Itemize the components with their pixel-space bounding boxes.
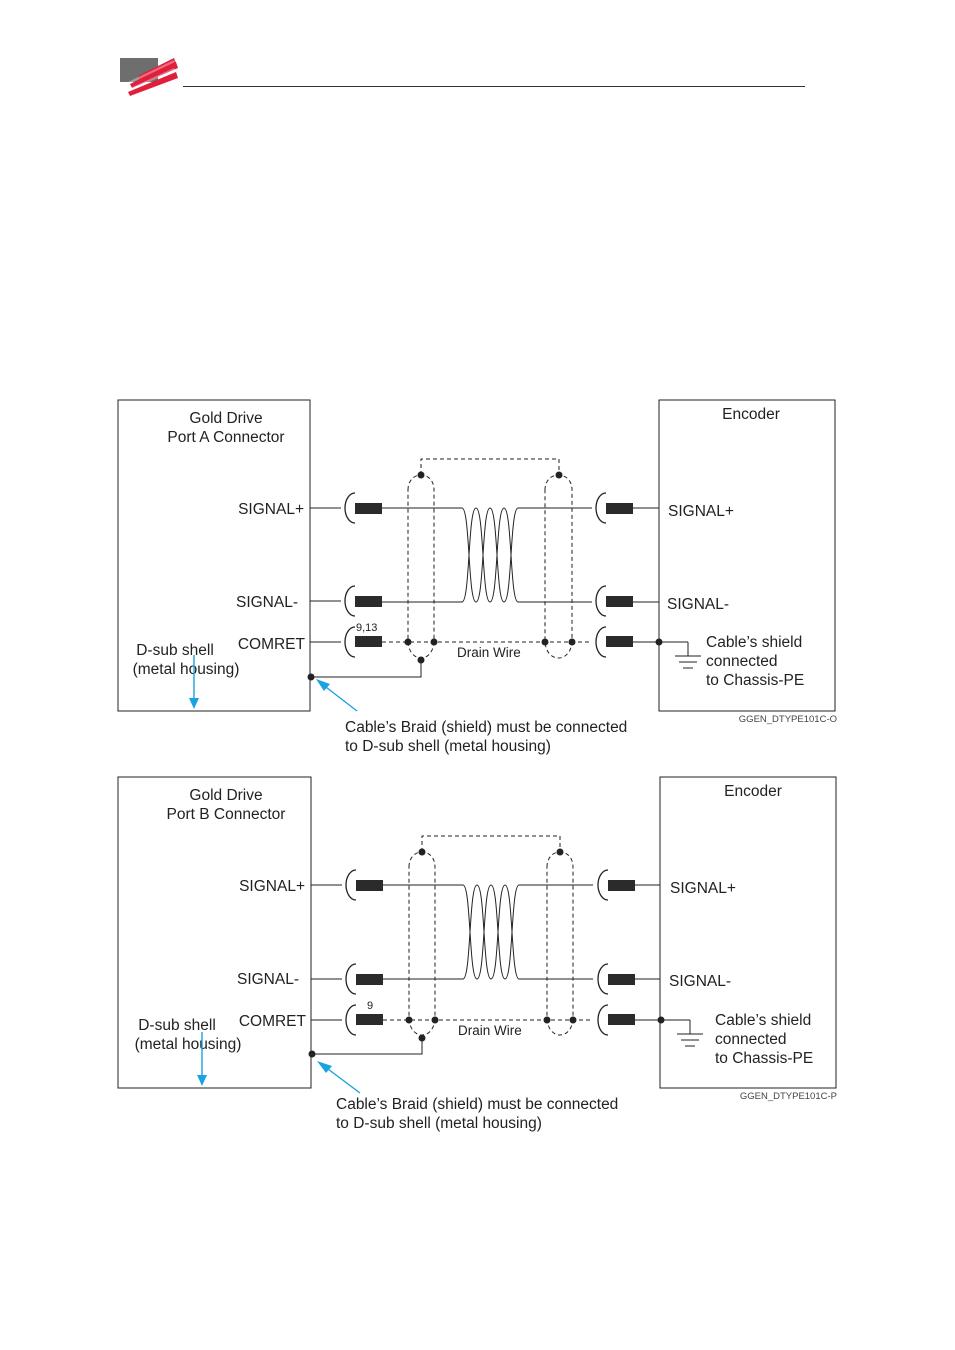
shield-left (408, 851, 436, 1036)
connector-pin-icon (608, 880, 635, 891)
drive-title-line2: Port A Connector (167, 429, 284, 446)
drive-signal-minus-label: SIGNAL- (236, 594, 298, 611)
dsub-shell-line1: D-sub shell (136, 642, 214, 659)
connector-socket-icon (344, 626, 356, 658)
twisted-pair-icon (461, 507, 519, 603)
shield-note-line2: connected (715, 1031, 787, 1048)
twisted-pair-icon (462, 884, 520, 980)
wiring-diagram-port-a: Gold Drive Port A Connector Encoder SIGN… (117, 399, 837, 755)
connector-pin-icon (606, 596, 633, 607)
connector-socket-icon (595, 492, 607, 524)
braid-arrow-icon (316, 679, 330, 691)
shield-note-line1: Cable’s shield (715, 1012, 811, 1029)
drive-title-line2: Port B Connector (167, 806, 286, 823)
ground-icon (677, 1020, 703, 1047)
drive-title-line1: Gold Drive (189, 410, 262, 427)
encoder-title: Encoder (722, 406, 780, 423)
dsub-shell-line2: (metal housing) (135, 1036, 242, 1053)
pin-number-label: 9 (367, 1000, 373, 1012)
logo-red-stripes (126, 58, 178, 96)
connector-pin-icon (355, 596, 382, 607)
encoder-signal-plus-label: SIGNAL+ (670, 880, 736, 897)
braid-note-line1: Cable’s Braid (shield) must be connected (336, 1096, 618, 1113)
braid-note-line2: to D-sub shell (metal housing) (336, 1115, 542, 1132)
braid-note-line1: Cable’s Braid (shield) must be connected (345, 719, 627, 736)
connector-pin-icon (608, 974, 635, 985)
connector-socket-icon (595, 626, 607, 658)
drive-title-line1: Gold Drive (189, 787, 262, 804)
encoder-box (658, 399, 836, 712)
pin-number-label: 9,13 (356, 622, 377, 634)
braid-note-line2: to D-sub shell (metal housing) (345, 738, 551, 755)
ground-icon (675, 642, 701, 669)
shield-left (407, 474, 435, 659)
drive-comret-label: COMRET (239, 1013, 307, 1030)
encoder-signal-minus-label: SIGNAL- (667, 596, 729, 613)
header-rule (183, 86, 805, 87)
wiring-diagram-port-b: Gold Drive Port B Connector Encoder SIGN… (117, 776, 837, 1132)
figure-code: GGEN_DTYPE101C-P (740, 1091, 837, 1102)
encoder-title: Encoder (724, 783, 782, 800)
encoder-box (659, 776, 837, 1089)
dsub-shell-line2: (metal housing) (133, 661, 240, 678)
gold-drive-box (117, 399, 311, 712)
connector-pin-icon (608, 1014, 635, 1025)
dsub-arrow-icon (197, 1075, 207, 1086)
shield-right (546, 851, 574, 1036)
connector-socket-icon (597, 1004, 609, 1036)
encoder-signal-minus-label: SIGNAL- (669, 973, 731, 990)
braid-arrow-icon (317, 1061, 332, 1073)
page-header (0, 0, 955, 110)
drive-signal-plus-label: SIGNAL+ (238, 501, 304, 518)
encoder-signal-plus-label: SIGNAL+ (668, 503, 734, 520)
connector-pin-icon (606, 503, 633, 514)
company-logo (120, 58, 178, 96)
dsub-arrow-icon (189, 698, 199, 709)
shield-note-line1: Cable’s shield (706, 634, 802, 651)
connector-socket-icon (345, 869, 357, 901)
connector-socket-icon (597, 869, 609, 901)
connector-socket-icon (595, 585, 607, 617)
connector-socket-icon (344, 492, 356, 524)
connector-pin-icon (355, 636, 382, 647)
connector-socket-icon (345, 963, 357, 995)
shield-right (544, 474, 573, 659)
connector-socket-icon (344, 585, 356, 617)
drive-signal-plus-label: SIGNAL+ (239, 878, 305, 895)
figure-code: GGEN_DTYPE101C-O (739, 714, 837, 725)
connector-socket-icon (597, 963, 609, 995)
connector-pin-icon (606, 636, 633, 647)
drain-wire-label: Drain Wire (458, 1023, 522, 1038)
shield-note-line2: connected (706, 653, 778, 670)
dsub-shell-line1: D-sub shell (138, 1017, 216, 1034)
gold-drive-box (117, 776, 312, 1089)
drive-comret-label: COMRET (238, 636, 306, 653)
connector-pin-icon (356, 880, 383, 891)
connector-socket-icon (345, 1004, 357, 1036)
connector-pin-icon (356, 1014, 383, 1025)
connector-pin-icon (356, 974, 383, 985)
shield-note-line3: to Chassis-PE (706, 672, 804, 689)
drive-signal-minus-label: SIGNAL- (237, 971, 299, 988)
connector-pin-icon (355, 503, 382, 514)
shield-note-line3: to Chassis-PE (715, 1050, 813, 1067)
drain-wire-label: Drain Wire (457, 645, 521, 660)
